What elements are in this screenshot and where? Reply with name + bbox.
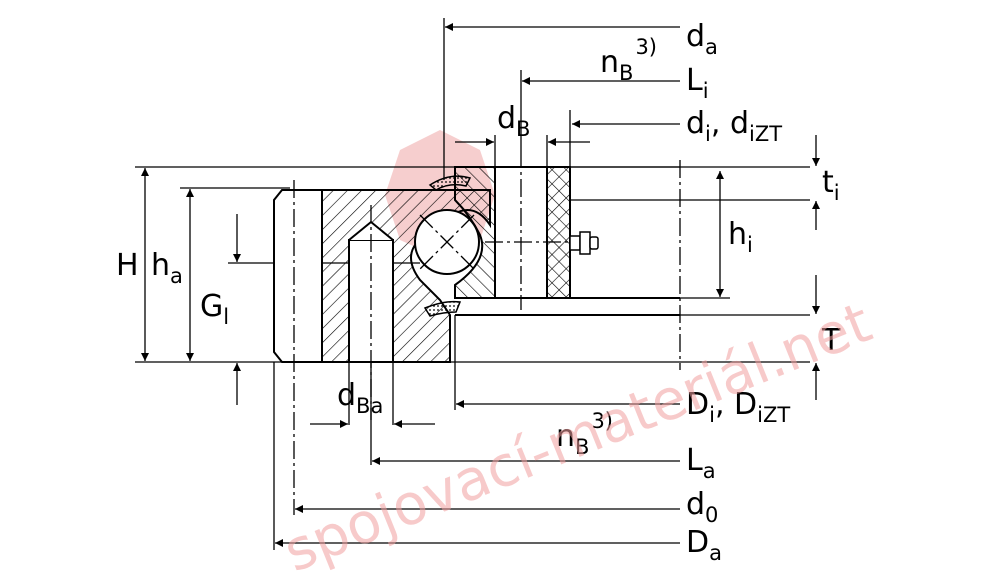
label-Li: Li bbox=[686, 63, 709, 103]
dimension-arrows bbox=[141, 23, 820, 547]
label-d0: d0 bbox=[686, 487, 718, 527]
label-Da: Da bbox=[686, 525, 722, 565]
seal-top bbox=[428, 175, 472, 191]
label-dB: dB bbox=[497, 101, 530, 141]
label-ti: ti bbox=[822, 165, 840, 205]
label-hi: hi bbox=[728, 217, 753, 257]
label-Gl: Gl bbox=[200, 289, 229, 329]
dimension-labels: da nB3) Li dB di, diZT ti hi T H ha Gl d… bbox=[116, 19, 841, 565]
extension-lines bbox=[273, 18, 571, 550]
label-da: da bbox=[686, 19, 718, 59]
label-nB-bottom: nB3) bbox=[556, 409, 613, 459]
flange-plate bbox=[455, 166, 680, 316]
label-T: T bbox=[821, 323, 841, 358]
ball bbox=[414, 209, 480, 275]
label-dBa: dBa bbox=[337, 378, 383, 418]
seal-bottom bbox=[423, 300, 462, 317]
label-La: La bbox=[686, 443, 716, 483]
label-nB-top: nB3) bbox=[600, 35, 657, 85]
grease-nipple-icon bbox=[569, 231, 599, 255]
outer-ring bbox=[273, 189, 491, 363]
label-H: H bbox=[116, 248, 139, 283]
label-di: di, diZT bbox=[686, 106, 782, 146]
label-ha: ha bbox=[151, 248, 183, 288]
label-Di: Di, DiZT bbox=[686, 387, 790, 427]
